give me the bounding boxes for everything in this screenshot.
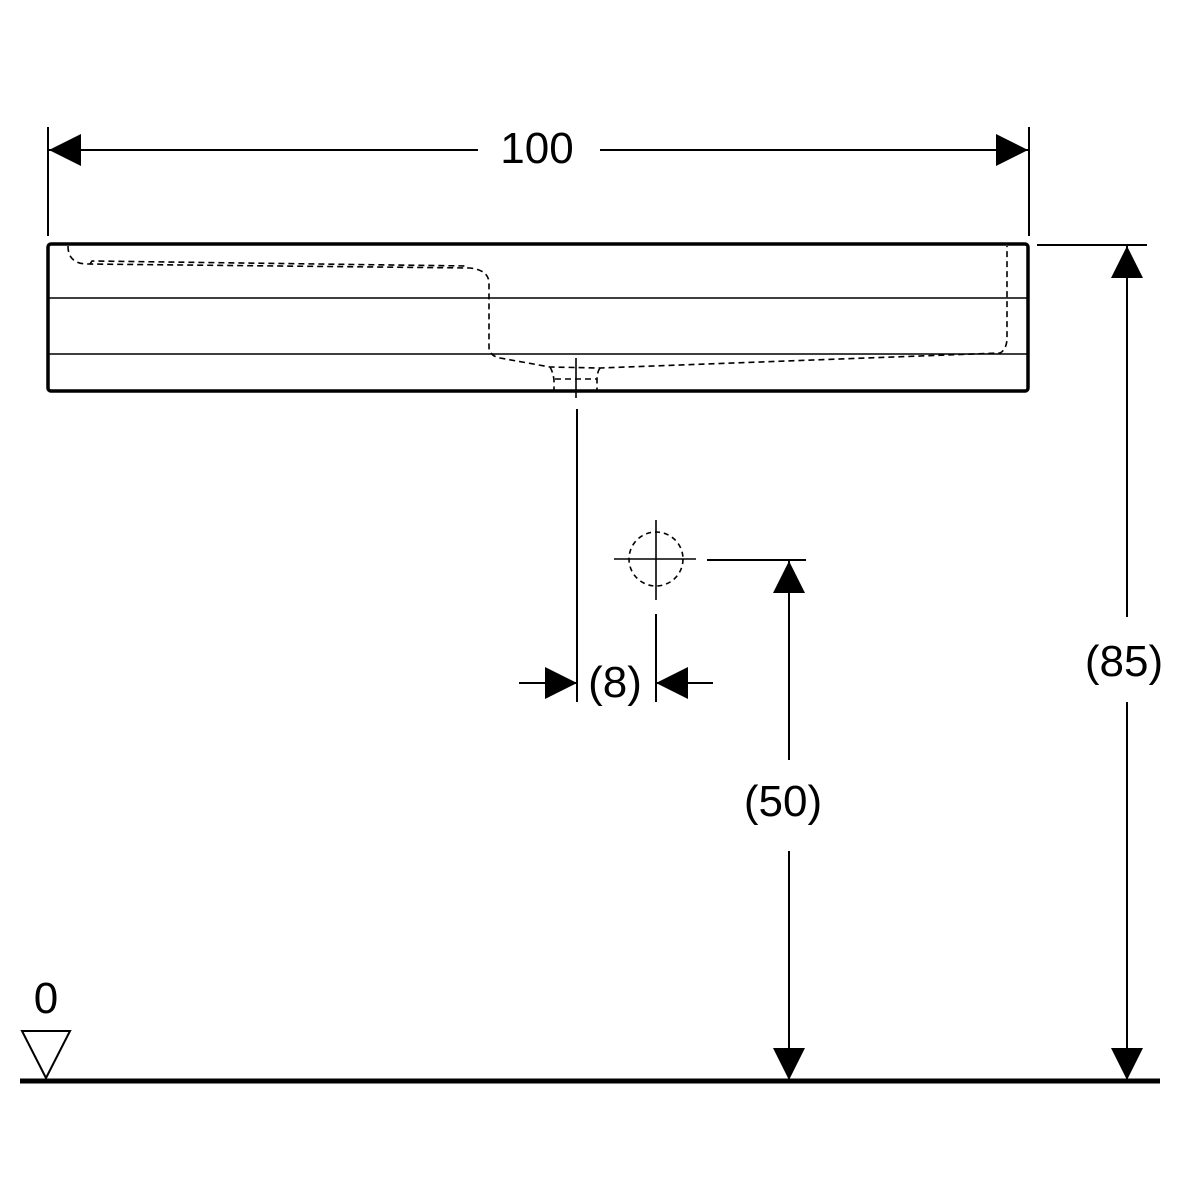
drain-outline-right	[596, 367, 601, 390]
basin-outline	[46, 242, 1030, 393]
total-height-label: (85)	[1085, 637, 1163, 686]
offset-label: (8)	[588, 658, 642, 707]
floor-datum-label: 0	[34, 974, 58, 1023]
bowl-shelf-line	[89, 260, 469, 267]
datum-triangle-icon	[20, 1030, 72, 1081]
offset-dimension: (8)	[519, 614, 713, 707]
width-label: 100	[500, 124, 573, 173]
hidden-bowl-contour	[67, 245, 1008, 390]
floor-datum: 0	[20, 974, 1160, 1084]
basin-body	[46, 242, 1030, 398]
width-dimension: 100	[47, 124, 1030, 236]
waste-outlet-symbol	[614, 520, 696, 600]
drain-outline-left	[549, 366, 555, 390]
total-height-dimension: (85)	[1037, 244, 1163, 1080]
outlet-height-label: (50)	[744, 777, 822, 826]
bowl-inner-outline	[67, 245, 1008, 369]
outlet-height-dimension: (50)	[707, 559, 822, 1080]
